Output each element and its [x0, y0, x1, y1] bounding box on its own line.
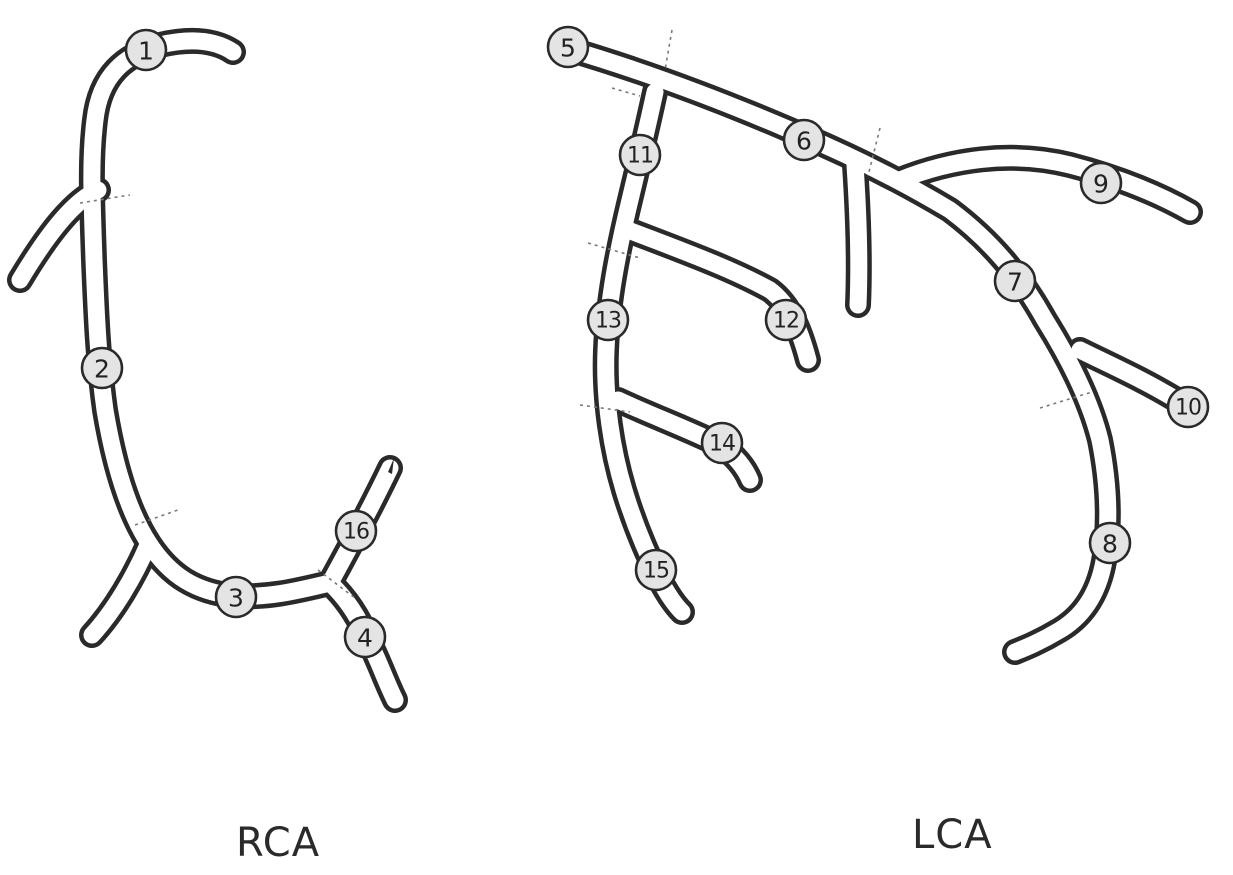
segment-label-11: 11 — [627, 144, 653, 169]
segment-label-5: 5 — [560, 34, 576, 63]
segment-marker-5: 5 — [548, 27, 588, 67]
segment-marker-15: 15 — [636, 550, 676, 590]
segment-label-10: 10 — [1175, 396, 1201, 421]
segment-marker-12: 12 — [766, 300, 806, 340]
segment-marker-2: 2 — [82, 348, 122, 388]
segment-marker-7: 7 — [995, 261, 1035, 301]
segment-label-2: 2 — [94, 355, 110, 384]
segment-label-16: 16 — [343, 520, 369, 545]
rca-caption: RCA — [236, 820, 320, 866]
segment-marker-11: 11 — [620, 135, 660, 175]
segment-marker-1: 1 — [126, 30, 166, 70]
segment-marker-10: 10 — [1168, 387, 1208, 427]
segment-marker-13: 13 — [588, 300, 628, 340]
segment-marker-3: 3 — [216, 577, 256, 617]
segment-label-7: 7 — [1007, 268, 1023, 297]
rca-tree — [20, 41, 395, 700]
segment-label-4: 4 — [357, 624, 373, 653]
segment-marker-8: 8 — [1090, 523, 1130, 563]
segment-label-6: 6 — [796, 127, 812, 156]
segment-marker-6: 6 — [784, 120, 824, 160]
segment-label-8: 8 — [1102, 530, 1118, 559]
segment-label-12: 12 — [773, 309, 799, 334]
segment-label-14: 14 — [709, 432, 735, 457]
segment-marker-4: 4 — [345, 617, 385, 657]
segment-label-1: 1 — [138, 37, 154, 66]
segment-marker-16: 16 — [336, 511, 376, 551]
lca-caption: LCA — [912, 812, 993, 858]
segment-label-9: 9 — [1093, 170, 1109, 199]
rca-boundaries — [80, 195, 355, 598]
segment-marker-9: 9 — [1081, 163, 1121, 203]
segment-label-3: 3 — [228, 584, 244, 613]
segment-label-15: 15 — [643, 559, 669, 584]
segment-label-13: 13 — [595, 309, 621, 334]
segment-marker-14: 14 — [702, 423, 742, 463]
